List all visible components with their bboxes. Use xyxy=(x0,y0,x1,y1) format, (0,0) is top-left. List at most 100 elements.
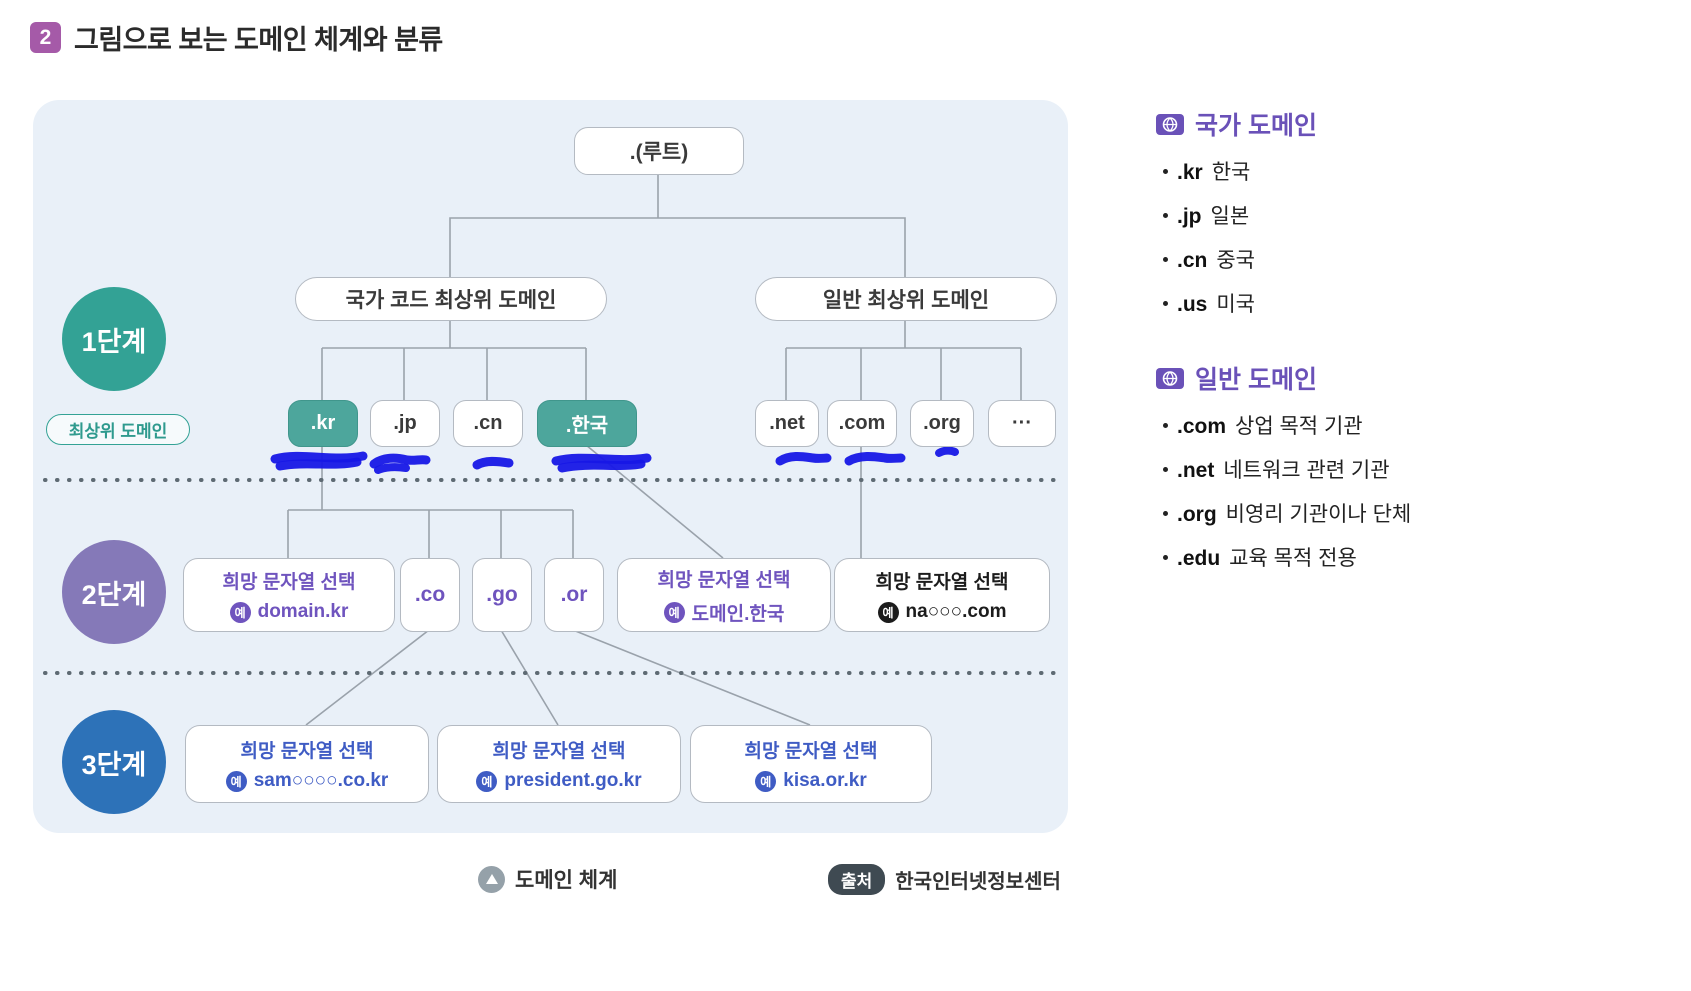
source-text: 한국인터넷정보센터 xyxy=(895,871,1061,893)
legend-item-us: .us 미국 xyxy=(1163,288,1625,318)
legend-desc: 한국 xyxy=(1211,161,1251,184)
highlight-kr-2 xyxy=(275,457,362,471)
choice-title: 희망 문자열 선택 xyxy=(875,572,1009,593)
example-badge: 예 xyxy=(225,770,247,792)
generic-domain-title: 일반 도메인 xyxy=(1195,366,1317,394)
source-badge: 출처 xyxy=(828,864,886,895)
highlight-cn xyxy=(472,456,514,470)
connector-kr-subtree xyxy=(287,445,574,558)
section-number-badge: 2 xyxy=(30,22,61,53)
legend-item-cn: .cn 중국 xyxy=(1163,244,1625,274)
domain-tree-panel: .(루트) 국가 코드 최상위 도메인 일반 최상위 도메인 .kr .jp .… xyxy=(33,100,1068,833)
level-2-badge: 2단계 xyxy=(62,540,166,644)
generic-domain-list: .com 상업 목적 기관 .net 네트워크 관련 기관 .org 비영리 기… xyxy=(1155,410,1625,572)
node-tld-org: .org xyxy=(910,400,974,447)
level-1-badge: 1단계 xyxy=(62,287,166,391)
example-text: kisa.or.kr xyxy=(783,770,867,791)
highlight-hanguk-2 xyxy=(557,459,646,473)
highlight-net xyxy=(775,452,832,466)
level-3-badge: 3단계 xyxy=(62,710,166,814)
highlight-com xyxy=(844,452,906,466)
country-domain-section: 국가 도메인 .kr 한국 .jp 일본 .cn 중국 .us 미국 xyxy=(1155,106,1625,318)
figure-caption-text: 도메인 체계 xyxy=(515,869,618,892)
choice-box-domain-hanguk: 희망 문자열 선택 예 도메인.한국 xyxy=(617,558,831,632)
example-text: domain.kr xyxy=(257,601,349,622)
legend-desc: 중국 xyxy=(1216,249,1255,272)
legend-code: .com xyxy=(1177,415,1227,438)
choice-title: 희망 문자열 선택 xyxy=(657,569,791,591)
node-tld-jp: .jp xyxy=(370,400,440,447)
legend-code: .net xyxy=(1177,459,1215,482)
legend-item-edu: .edu 교육 목적 전용 xyxy=(1163,542,1625,572)
connector-gtld xyxy=(785,319,1022,400)
legend-item-kr: .kr 한국 xyxy=(1163,156,1625,186)
node-sld-go: .go xyxy=(472,558,532,632)
highlight-jp xyxy=(369,453,431,469)
example-badge: 예 xyxy=(476,770,498,792)
example-badge: 예 xyxy=(229,601,251,623)
legend-code: .edu xyxy=(1177,547,1221,570)
highlight-kr xyxy=(270,451,368,464)
choice-box-domain-kr: 희망 문자열 선택 예 domain.kr xyxy=(183,558,395,632)
node-sld-or: .or xyxy=(544,558,604,632)
choice-box-na-com: 희망 문자열 선택 예 na○○○.com xyxy=(834,558,1050,632)
legend-code: .jp xyxy=(1177,205,1202,228)
example-badge: 예 xyxy=(663,601,685,623)
example-text: na○○○.com xyxy=(905,601,1007,622)
choice-example: 예 kisa.or.kr xyxy=(755,770,867,792)
choice-title: 희망 문자열 선택 xyxy=(492,741,626,762)
example-badge: 예 xyxy=(877,601,899,623)
legend-desc: 교육 목적 전용 xyxy=(1229,547,1357,570)
choice-title: 희망 문자열 선택 xyxy=(744,741,878,762)
highlight-jp-2 xyxy=(374,463,410,474)
choice-example: 예 sam○○○○.co.kr xyxy=(225,770,389,792)
highlight-org xyxy=(935,446,959,457)
legend-sidebar: 국가 도메인 .kr 한국 .jp 일본 .cn 중국 .us 미국 xyxy=(1155,106,1625,614)
legend-item-net: .net 네트워크 관련 기관 xyxy=(1163,454,1625,484)
country-domain-icon xyxy=(1156,114,1184,135)
legend-desc: 네트워크 관련 기관 xyxy=(1223,459,1390,482)
choice-title: 희망 문자열 선택 xyxy=(222,572,356,593)
node-tld-etc: ··· xyxy=(988,400,1056,447)
country-domain-title: 국가 도메인 xyxy=(1195,112,1317,140)
legend-code: .cn xyxy=(1177,249,1208,272)
legend-code: .kr xyxy=(1177,161,1203,184)
page-title: 2 그림으로 보는 도메인 체계와 분류 xyxy=(30,18,443,57)
node-tld-kr: .kr xyxy=(288,400,358,447)
highlight-hanguk xyxy=(551,453,652,466)
legend-item-com: .com 상업 목적 기관 xyxy=(1163,410,1625,440)
legend-desc: 일본 xyxy=(1210,205,1250,228)
legend-item-jp: .jp 일본 xyxy=(1163,200,1625,230)
legend-desc: 상업 목적 기관 xyxy=(1235,415,1363,438)
generic-domain-icon xyxy=(1156,368,1184,389)
example-badge: 예 xyxy=(755,770,777,792)
example-text: 도메인.한국 xyxy=(691,603,785,625)
node-tld-hanguk: .한국 xyxy=(537,400,637,447)
generic-domain-section: 일반 도메인 .com 상업 목적 기관 .net 네트워크 관련 기관 .or… xyxy=(1155,360,1625,572)
country-domain-header: 국가 도메인 xyxy=(1155,106,1625,142)
choice-example: 예 도메인.한국 xyxy=(663,599,785,626)
node-tld-net: .net xyxy=(755,400,819,447)
choice-box-president-go-kr: 희망 문자열 선택 예 president.go.kr xyxy=(437,725,681,803)
connector-level3 xyxy=(305,629,811,726)
choice-example: 예 na○○○.com xyxy=(877,601,1007,623)
blue-highlight-marks xyxy=(270,446,959,474)
tree-connector-lines xyxy=(43,173,1058,726)
node-tld-com: .com xyxy=(827,400,897,447)
node-root: .(루트) xyxy=(574,127,744,175)
node-gtld-branch: 일반 최상위 도메인 xyxy=(755,277,1057,321)
source-attribution: 출처 한국인터넷정보센터 xyxy=(828,864,1061,895)
example-text: sam○○○○.co.kr xyxy=(253,770,389,791)
choice-example: 예 president.go.kr xyxy=(476,770,642,792)
node-cctld-branch: 국가 코드 최상위 도메인 xyxy=(295,277,607,321)
connector-cctld xyxy=(321,319,587,400)
choice-box-kisa-or-kr: 희망 문자열 선택 예 kisa.or.kr xyxy=(690,725,932,803)
legend-code: .org xyxy=(1177,503,1217,526)
connector-root xyxy=(449,173,906,277)
generic-domain-header: 일반 도메인 xyxy=(1155,360,1625,396)
choice-title: 희망 문자열 선택 xyxy=(240,741,374,762)
node-sld-co: .co xyxy=(400,558,460,632)
legend-code: .us xyxy=(1177,293,1208,316)
figure-caption: 도메인 체계 xyxy=(478,864,617,894)
country-domain-list: .kr 한국 .jp 일본 .cn 중국 .us 미국 xyxy=(1155,156,1625,318)
